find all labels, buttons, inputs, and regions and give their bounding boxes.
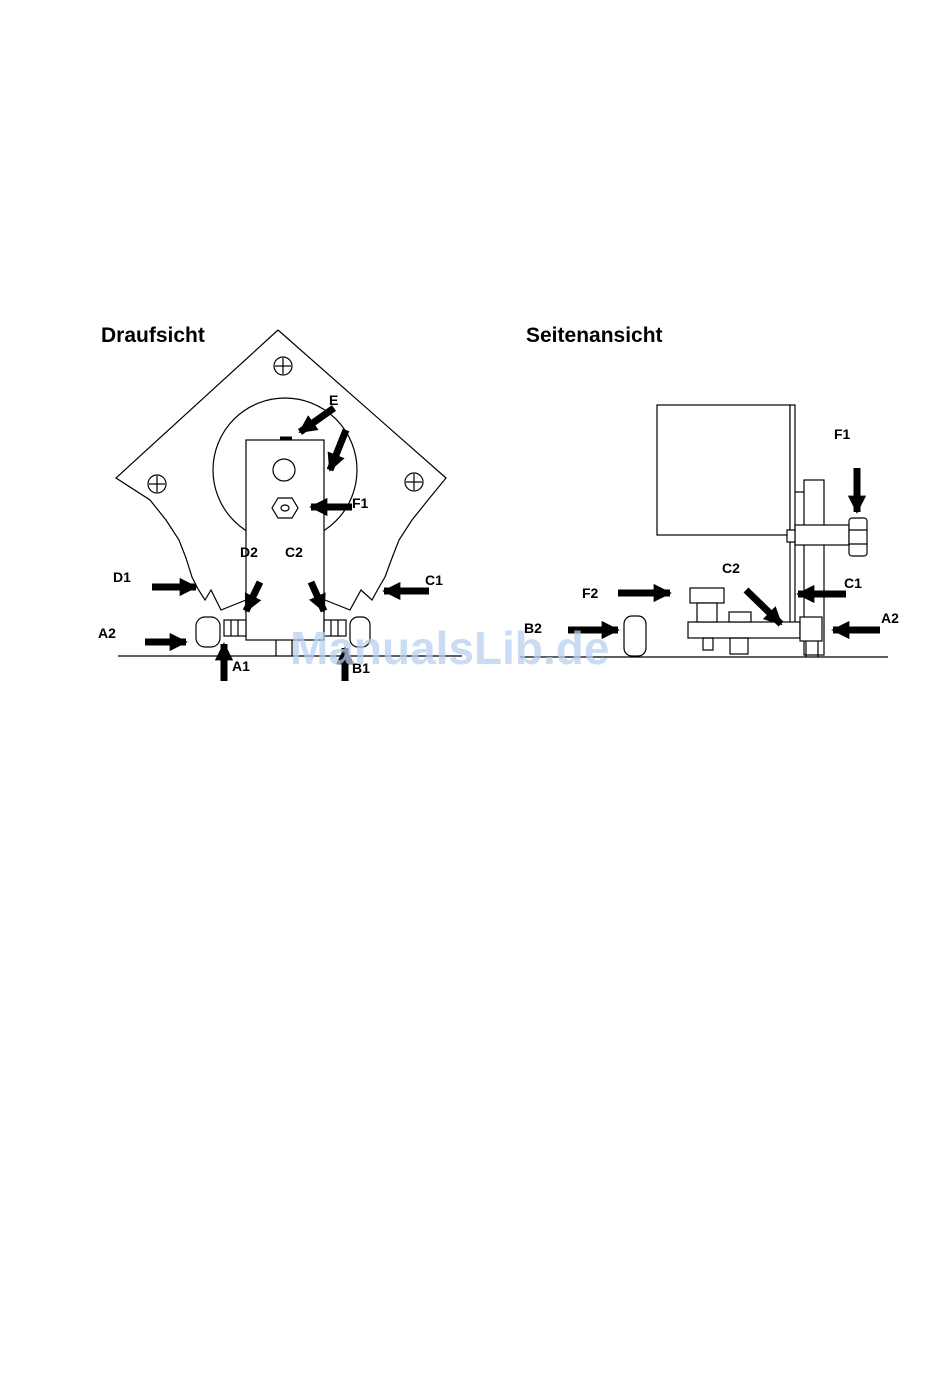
label-C1-side: C1 [844, 575, 862, 591]
screw-head [690, 588, 724, 603]
screw-icon [148, 475, 166, 493]
hex-nut-icon [849, 518, 867, 556]
label-C1: C1 [425, 572, 443, 588]
motor-block [657, 405, 790, 535]
label-F1-side: F1 [834, 426, 851, 442]
label-F2-side: F2 [582, 585, 599, 601]
label-C2: C2 [285, 544, 303, 560]
label-D2: D2 [240, 544, 258, 560]
bracket-body [246, 440, 324, 640]
vertical-plate [790, 405, 795, 635]
horizontal-bar [688, 622, 800, 638]
screw-icon [405, 473, 423, 491]
label-D1: D1 [113, 569, 131, 585]
watermark: ManualsLib.de [290, 622, 609, 674]
label-A1: A1 [232, 658, 250, 674]
left-screw [224, 620, 246, 636]
side-view-arrows [568, 468, 880, 630]
left-pin [196, 617, 220, 647]
side-pin [624, 616, 646, 656]
label-E: E [329, 392, 338, 408]
screw-icon [274, 357, 292, 375]
shaft [795, 525, 849, 545]
label-F1: F1 [352, 495, 369, 511]
label-C2-side: C2 [722, 560, 740, 576]
arrow-icon [300, 408, 334, 432]
label-A2-side: A2 [881, 610, 899, 626]
arrow-icon [330, 430, 346, 470]
top-view [116, 330, 462, 656]
side-view [520, 405, 888, 657]
label-A2: A2 [98, 625, 116, 641]
